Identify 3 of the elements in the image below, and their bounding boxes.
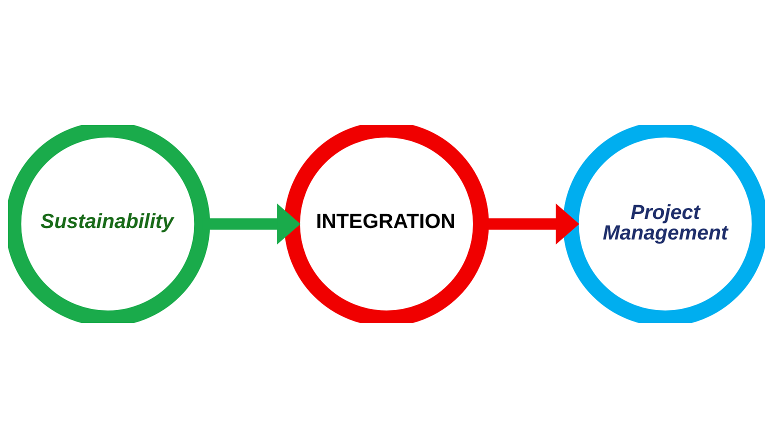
node-circle: Project Management (562, 125, 765, 323)
node-circle: Sustainability (8, 125, 210, 323)
node-circle: INTEGRATION (284, 125, 489, 323)
